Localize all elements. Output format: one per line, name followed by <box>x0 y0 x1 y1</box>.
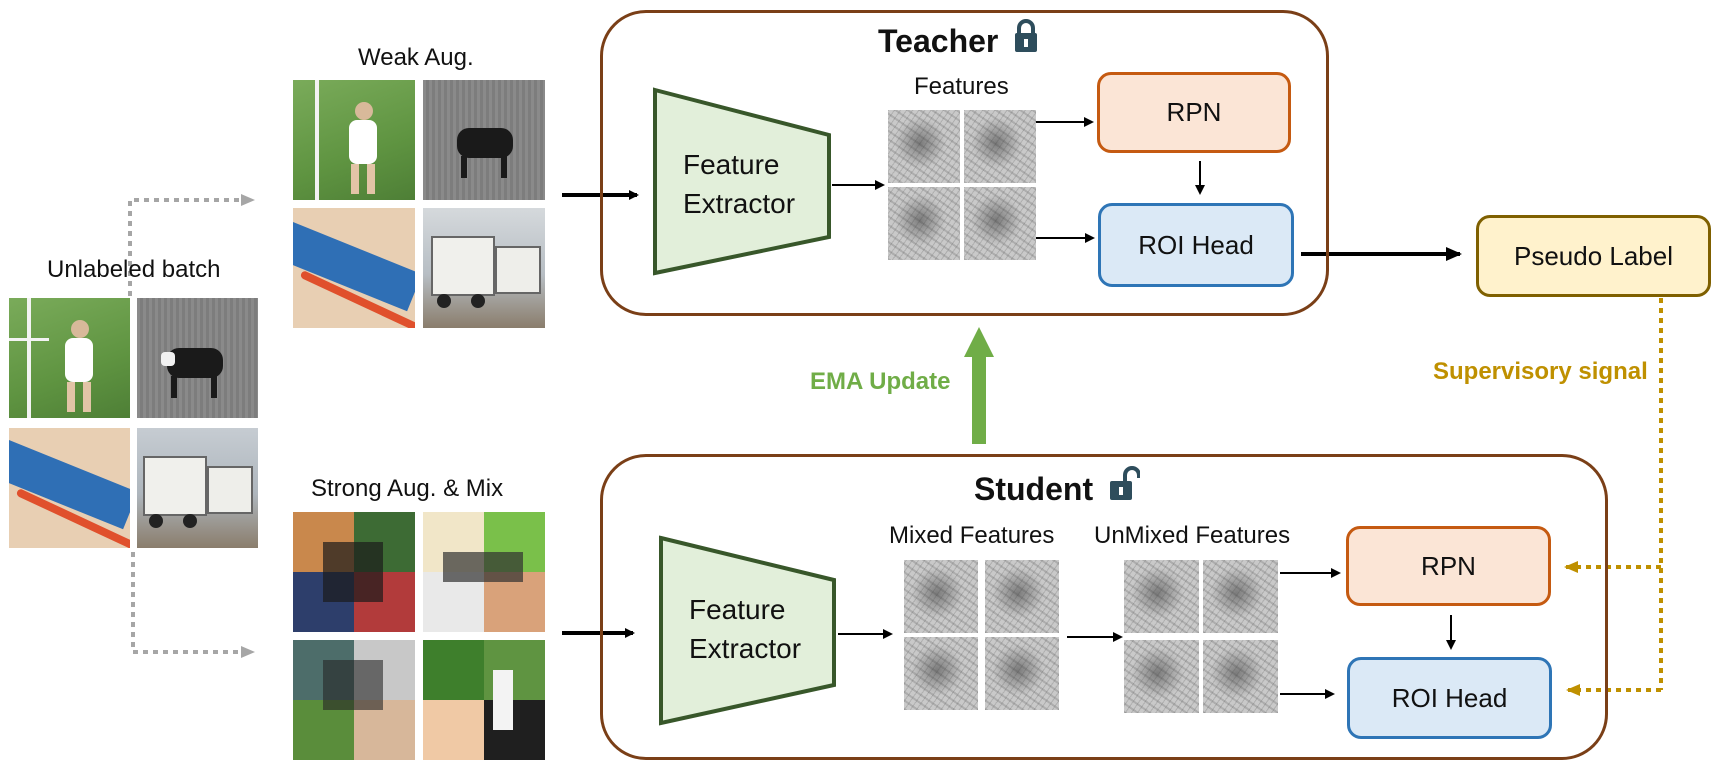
teacher-title: Teacher <box>878 18 1041 60</box>
teacher-rpn-box: RPN <box>1097 72 1291 153</box>
student-rpn-box: RPN <box>1346 526 1551 606</box>
ema-update-label: EMA Update <box>810 368 951 395</box>
strong-aug-label: Strong Aug. & Mix <box>311 475 504 502</box>
mixed-feature-map-2 <box>985 560 1059 633</box>
batch-image-tennis <box>9 298 130 418</box>
teacher-feature-map-2 <box>964 110 1036 183</box>
batch-image-trucks <box>137 428 258 548</box>
mixed-feature-map-1 <box>904 560 978 633</box>
strong-image-1 <box>293 512 415 632</box>
student-fe-line2: Extractor <box>689 633 802 664</box>
unmixed-feature-map-4 <box>1203 640 1278 713</box>
teacher-roi-head-box: ROI Head <box>1098 203 1294 287</box>
unlabeled-batch-label: Unlabeled batch <box>47 256 221 283</box>
mixed-features-label: Mixed Features <box>889 522 1055 549</box>
weak-aug-label: Weak Aug. <box>358 44 474 71</box>
to-strong-aug-connector <box>131 552 255 658</box>
student-label: Student <box>974 471 1094 507</box>
strong-image-3 <box>293 640 415 760</box>
weak-image-tennis <box>293 80 415 200</box>
teacher-feature-map-4 <box>964 187 1036 260</box>
locked-padlock-icon <box>1015 19 1038 52</box>
pseudo-label-box: Pseudo Label <box>1476 215 1711 297</box>
weak-image-cow <box>423 80 545 200</box>
student-feature-extractor: Feature Extractor <box>689 590 801 668</box>
batch-image-cow <box>137 298 258 418</box>
teacher-feature-extractor-shape <box>653 87 831 276</box>
strong-image-2 <box>423 512 545 632</box>
teacher-panel <box>600 10 1329 316</box>
student-fe-line1: Feature <box>689 594 786 625</box>
teacher-fe-line2: Extractor <box>683 188 796 219</box>
teacher-feature-map-3 <box>888 187 960 260</box>
student-roi-head-box: ROI Head <box>1347 657 1552 739</box>
unmixed-feature-map-2 <box>1203 560 1278 633</box>
to-weak-aug-connector <box>128 194 255 296</box>
student-feature-extractor-shape <box>659 535 836 726</box>
weak-image-toothbrush <box>293 208 415 328</box>
ema-update-arrow-head <box>964 327 994 357</box>
mixed-feature-map-3 <box>904 637 978 710</box>
teacher-label: Teacher <box>878 23 999 59</box>
unlocked-padlock-icon <box>1109 466 1141 500</box>
unmixed-feature-map-3 <box>1124 640 1199 713</box>
teacher-features-label: Features <box>914 73 1009 100</box>
unmixed-feature-map-1 <box>1124 560 1199 633</box>
mixed-feature-map-4 <box>985 637 1059 710</box>
teacher-fe-line1: Feature <box>683 149 780 180</box>
student-title: Student <box>974 466 1141 508</box>
student-panel <box>600 454 1608 760</box>
teacher-feature-extractor: Feature Extractor <box>683 145 795 223</box>
weak-image-trucks <box>423 208 545 328</box>
strong-image-4 <box>423 640 545 760</box>
supervisory-signal-label: Supervisory signal <box>1433 358 1648 385</box>
unmixed-features-label: UnMixed Features <box>1094 522 1291 549</box>
batch-image-toothbrush <box>9 428 130 548</box>
teacher-feature-map-1 <box>888 110 960 183</box>
